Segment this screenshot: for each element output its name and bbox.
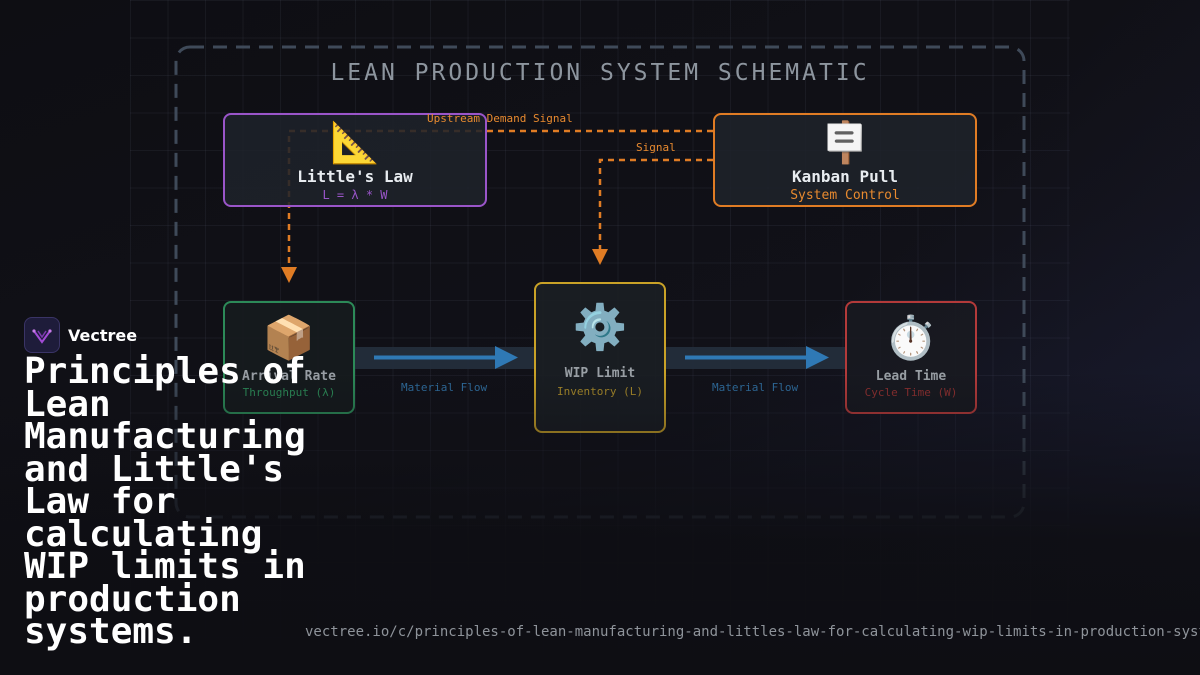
wip-limit-node: ⚙️ WIP Limit Inventory (L) [534, 282, 666, 433]
signal-arrowhead [592, 249, 608, 265]
node-subtitle: Cycle Time (W) [864, 386, 958, 399]
material-flow-label: Material Flow [712, 381, 799, 394]
diagram-title: LEAN PRODUCTION SYSTEM SCHEMATIC [330, 60, 870, 86]
vectree-logo-icon [24, 317, 60, 353]
gear-icon: ⚙️ [572, 302, 628, 353]
signboard-icon: 🪧 [820, 120, 870, 166]
page-title: Principles of Lean Manufacturing and Lit… [24, 351, 306, 652]
node-title: Little's Law [297, 167, 413, 186]
upstream-demand-signal-arrowhead [281, 267, 297, 283]
lead-time-node: ⏱️ Lead Time Cycle Time (W) [845, 301, 977, 414]
upstream-demand-signal-label: Upstream Demand Signal [427, 112, 573, 125]
signal-line [598, 158, 713, 250]
node-title: Kanban Pull [792, 167, 898, 186]
node-subtitle: L = λ * W [322, 188, 388, 202]
node-title: WIP Limit [564, 366, 636, 381]
kanban-pull-node: 🪧 Kanban Pull System Control [713, 113, 977, 207]
brand: Vectree [24, 317, 137, 353]
node-subtitle: System Control [790, 188, 900, 203]
signal-label: Signal [636, 141, 676, 154]
littles-law-node: 📐 Little's Law L = λ * W [223, 113, 487, 207]
material-flow-label: Material Flow [401, 381, 488, 394]
brand-name: Vectree [68, 325, 138, 345]
node-title: Lead Time [875, 369, 947, 384]
triangular-ruler-icon: 📐 [330, 120, 380, 166]
node-subtitle: Inventory (L) [556, 385, 644, 398]
page-url: vectree.io/c/principles-of-lean-manufact… [305, 624, 1200, 640]
stopwatch-icon: ⏱️ [884, 313, 938, 362]
